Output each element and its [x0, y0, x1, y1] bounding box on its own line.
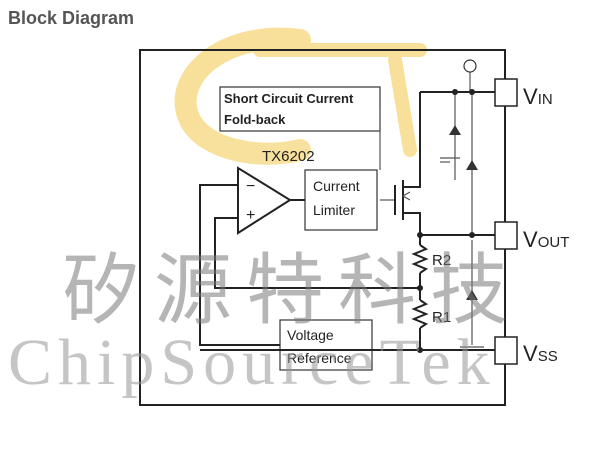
part-number: TX6202 [262, 148, 315, 165]
resistor-r1-label: R1 [432, 309, 451, 326]
pin-vss-box [494, 336, 518, 365]
short-circuit-block [219, 86, 381, 132]
pin-vin-label: VIN [523, 84, 553, 109]
short-circuit-label-2: Fold-back [224, 112, 286, 127]
opamp-plus: + [246, 207, 255, 224]
resistor-r2-label: R2 [432, 252, 451, 269]
wiring [199, 59, 498, 353]
watermark-english: ChipSourceTek [8, 326, 496, 399]
voltage-reference-label-2: Reference [287, 350, 352, 366]
current-limiter-label-1: Current [313, 178, 360, 194]
watermark-chinese: 矽源特科技 [62, 246, 523, 336]
pin-vout-label: VOUT [523, 227, 569, 252]
current-limiter-block [304, 169, 378, 231]
current-limiter-label-2: Limiter [313, 202, 355, 218]
voltage-reference-label-1: Voltage [287, 327, 334, 343]
short-circuit-label-1: Short Circuit Current [224, 91, 354, 106]
pin-vin-box [494, 78, 518, 107]
opamp-minus: − [246, 178, 255, 195]
pin-vout-box [494, 221, 518, 250]
diagram-heading: Block Diagram [8, 8, 135, 28]
pin-vss-label: VSS [523, 341, 558, 366]
error-amplifier [237, 166, 292, 235]
